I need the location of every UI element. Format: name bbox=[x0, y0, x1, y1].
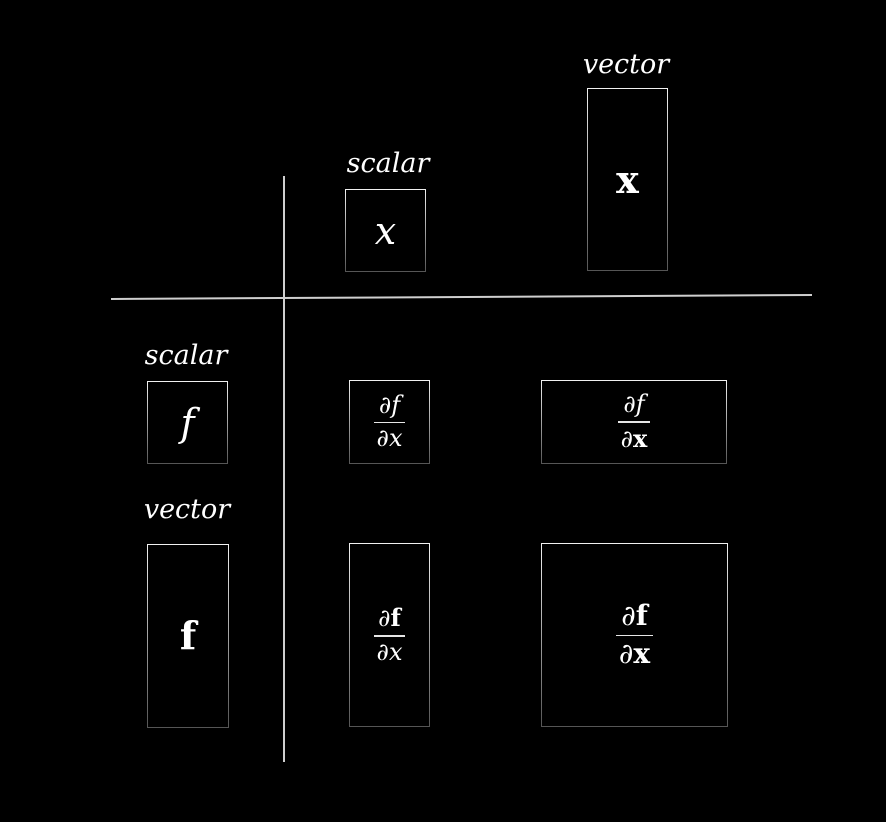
fraction-dvf-dvx: ∂f ∂x bbox=[615, 601, 654, 668]
column-box-scalar-x: x bbox=[345, 189, 426, 272]
fraction-bar bbox=[373, 421, 406, 424]
fraction-bar bbox=[615, 634, 654, 637]
column-label-vector: vector bbox=[582, 49, 670, 80]
symbol-scalar-f: f bbox=[180, 400, 195, 445]
row-label-scalar: scalar bbox=[144, 340, 228, 371]
cell-scalar-by-vector: ∂f ∂x bbox=[541, 380, 727, 464]
row-box-vector-f: f bbox=[147, 544, 229, 728]
cell-vector-by-scalar: ∂f ∂x bbox=[349, 543, 430, 727]
column-box-vector-x: x bbox=[587, 88, 668, 271]
symbol-vector-f: f bbox=[179, 613, 197, 658]
symbol-vector-x: x bbox=[616, 156, 639, 202]
fraction-df-dx: ∂f ∂x bbox=[373, 392, 406, 452]
column-label-scalar: scalar bbox=[346, 148, 430, 179]
fraction-df-dvx: ∂f ∂x bbox=[617, 391, 651, 452]
cell-vector-by-vector: ∂f ∂x bbox=[541, 543, 728, 727]
row-box-scalar-f: f bbox=[147, 381, 228, 464]
fraction-bar bbox=[617, 421, 651, 423]
cell-scalar-by-scalar: ∂f ∂x bbox=[349, 380, 430, 464]
row-label-vector: vector bbox=[143, 494, 231, 525]
fraction-bar bbox=[373, 635, 406, 637]
symbol-scalar-x: x bbox=[374, 208, 397, 253]
vertical-divider bbox=[283, 176, 285, 762]
horizontal-divider bbox=[110, 293, 812, 300]
fraction-dvf-dx: ∂f ∂x bbox=[373, 605, 406, 665]
